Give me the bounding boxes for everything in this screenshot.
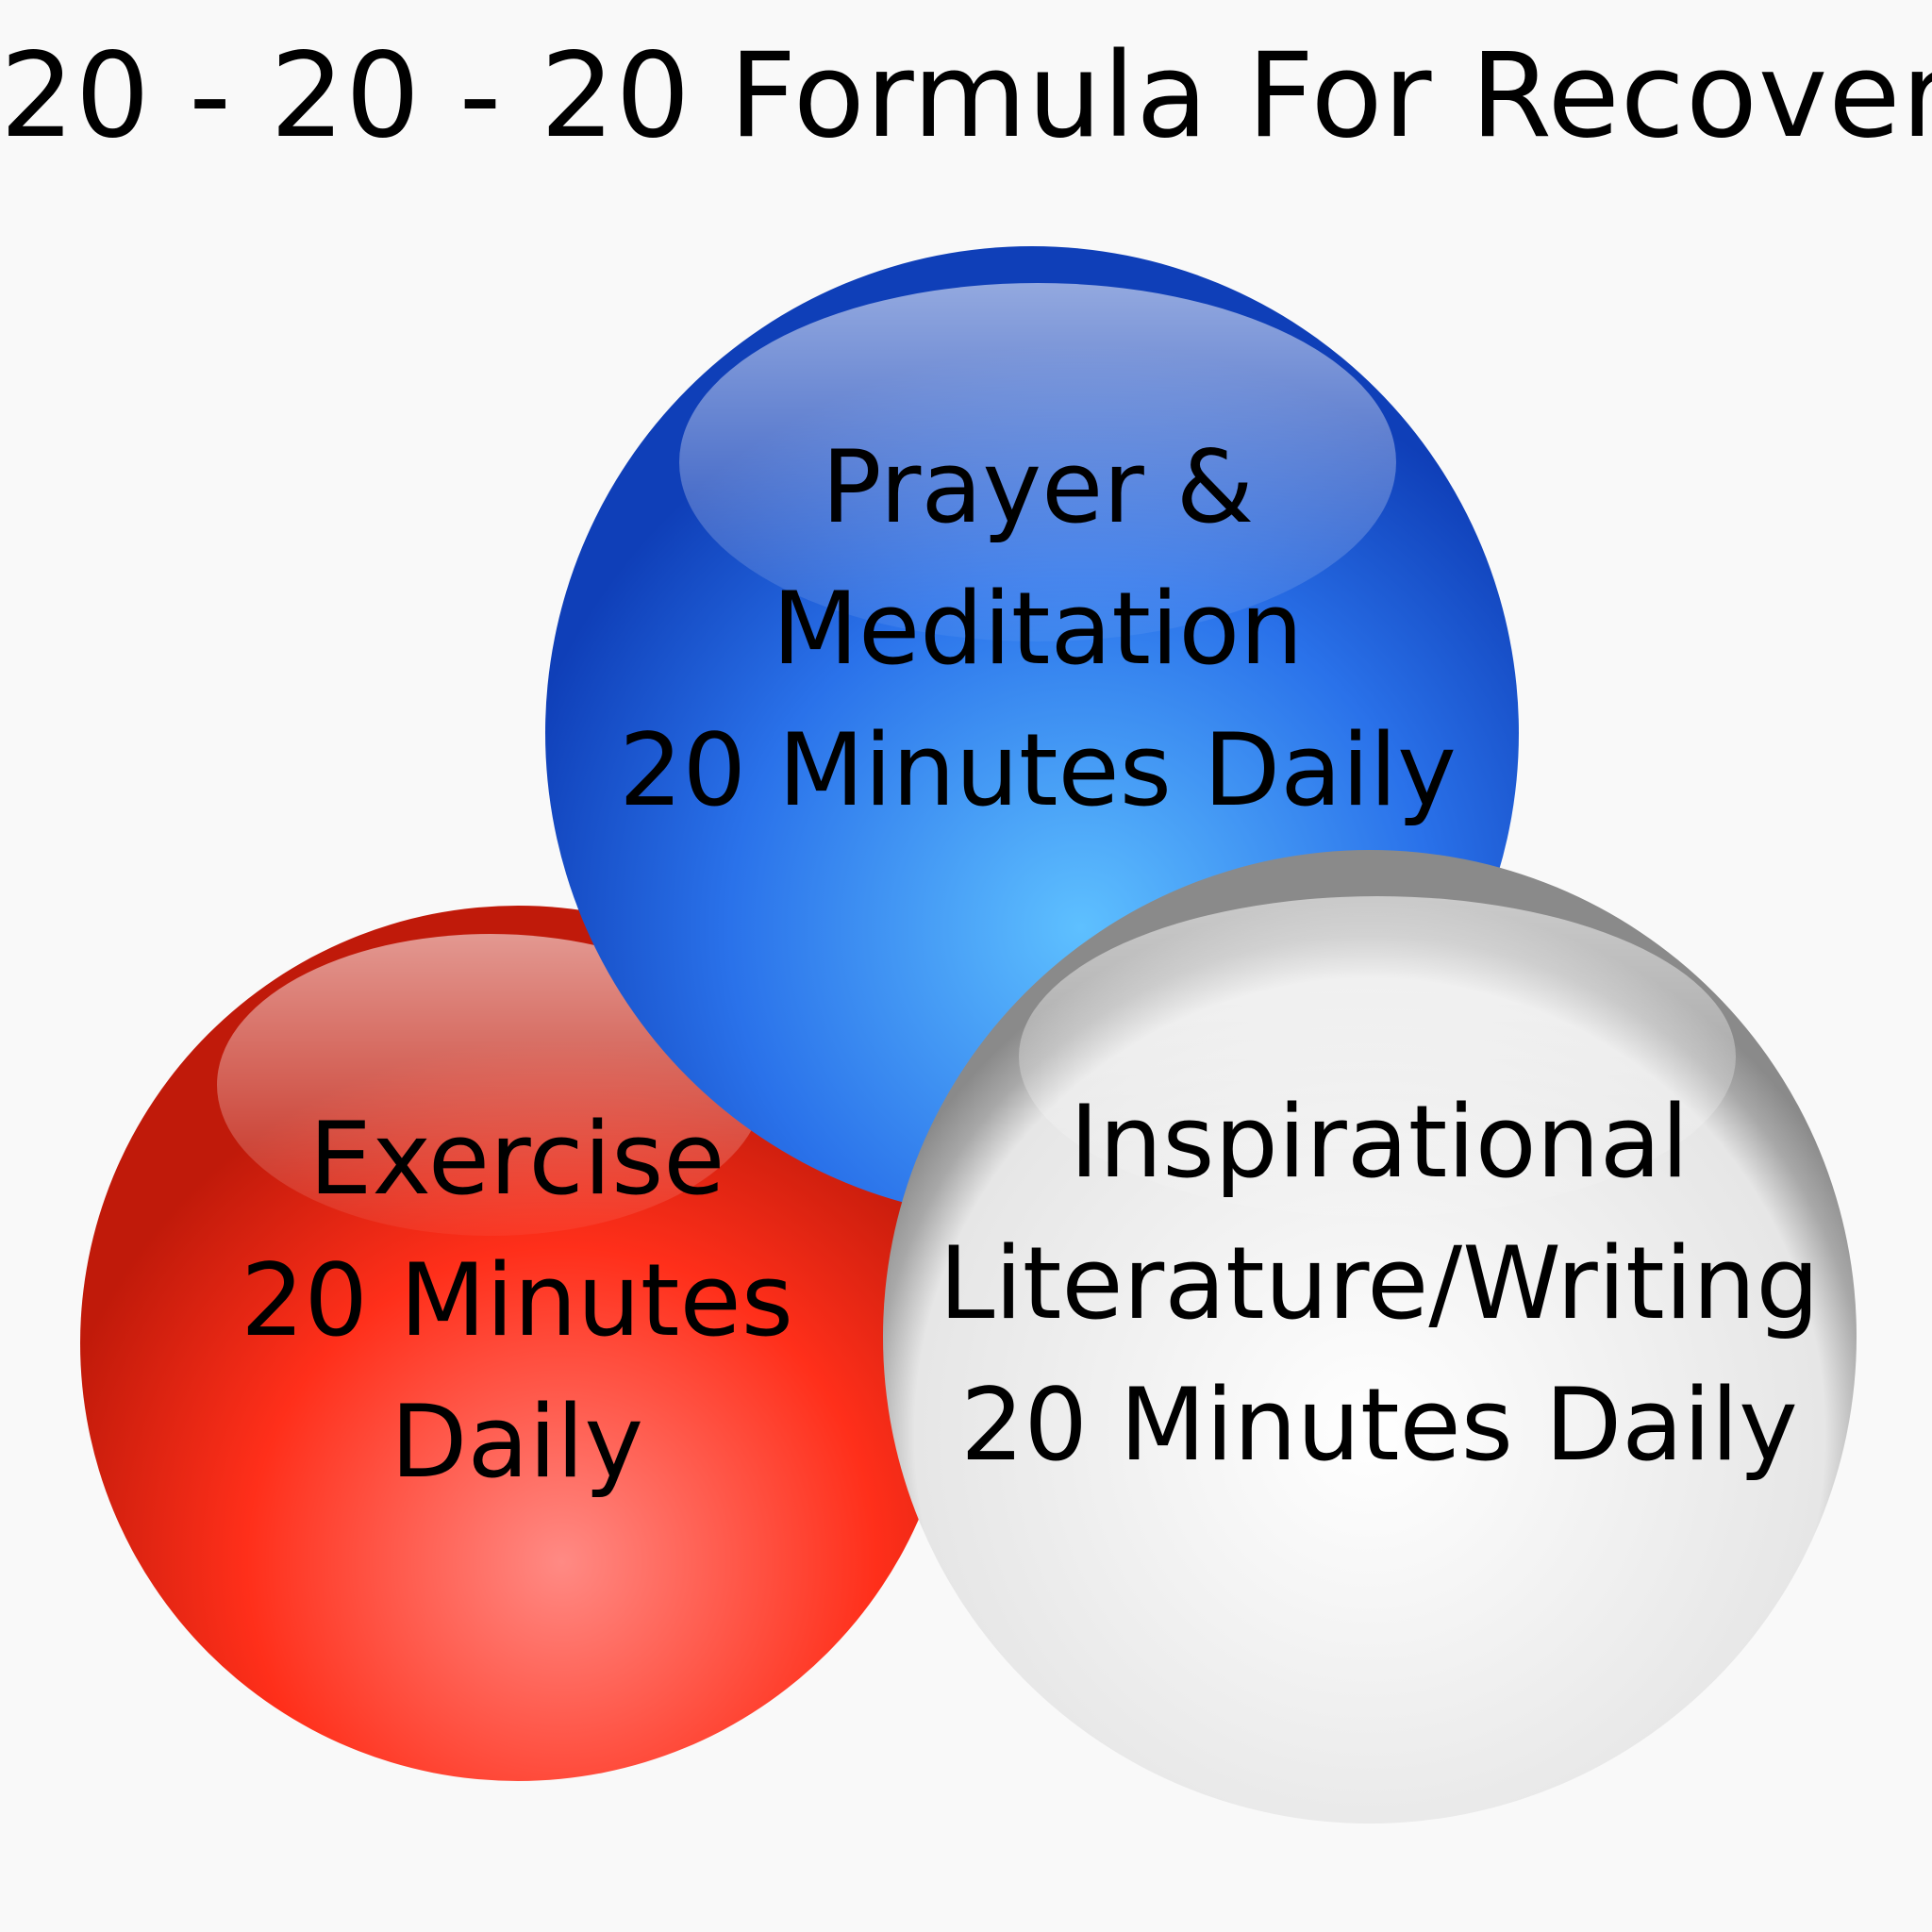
label-line: Daily [390,1384,644,1500]
circle-literature [883,850,1857,1824]
label-line: 20 Minutes [241,1242,793,1358]
literature-label: Inspirational Literature/Writing 20 Minu… [939,1072,1819,1496]
label-line: Meditation [772,571,1304,687]
circle-exercise [80,906,956,1781]
label-line: Prayer & [821,429,1255,545]
label-line: Inspirational [1069,1084,1690,1200]
prayer-label: Prayer & Meditation 20 Minutes Daily [619,417,1457,841]
label-line: Exercise [308,1101,725,1217]
exercise-label: Exercise 20 Minutes Daily [241,1089,793,1513]
diagram-title: 20 - 20 - 20 Formula For Recovery [0,28,1932,164]
label-line: Literature/Writing [939,1225,1820,1341]
label-line: 20 Minutes Daily [619,712,1457,828]
label-line: 20 Minutes Daily [960,1367,1798,1483]
